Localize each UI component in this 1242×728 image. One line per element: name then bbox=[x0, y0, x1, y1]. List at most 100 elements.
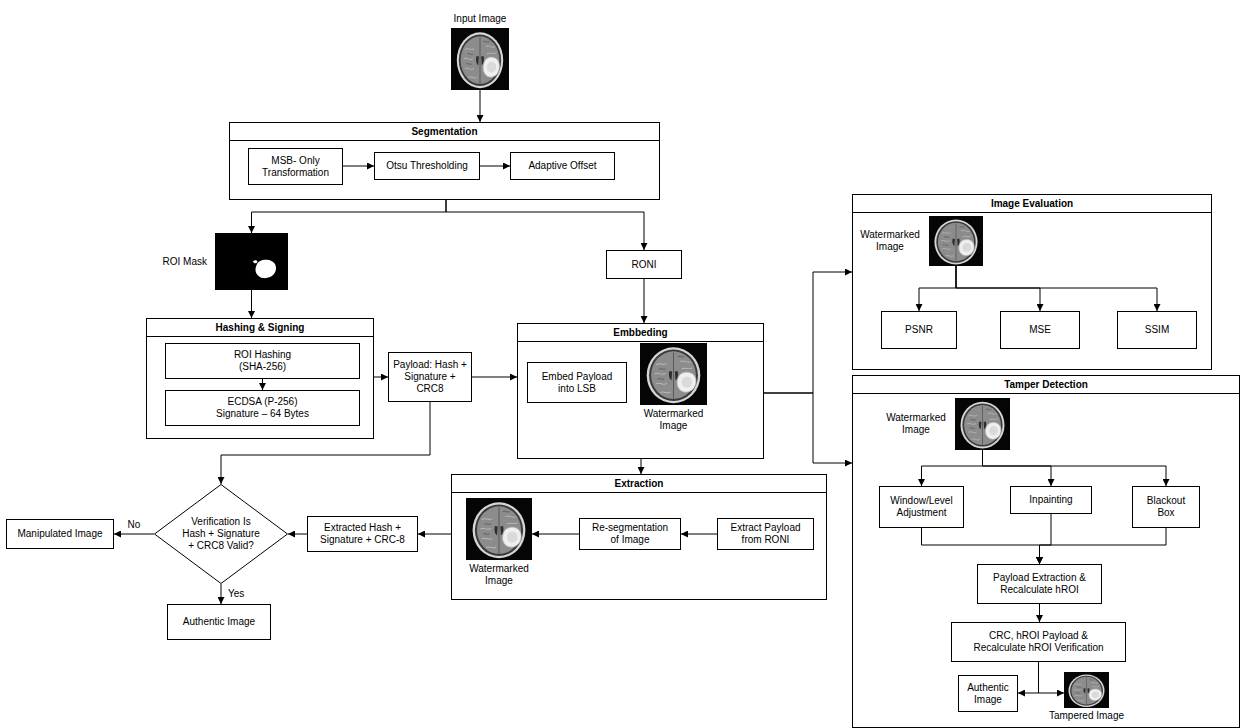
connector-arrow bbox=[681, 534, 717, 535]
group-box: ExtractionWatermarked ImageRe-segmentati… bbox=[451, 474, 827, 600]
group-title: Embbeding bbox=[518, 324, 763, 342]
process-box: Authentic Image bbox=[958, 675, 1018, 712]
process-box: MSE bbox=[1000, 311, 1080, 349]
process-box: CRC, hROI Payload & Recalculate hROI Ver… bbox=[951, 622, 1126, 662]
connector-arrow bbox=[480, 166, 510, 167]
connector-arrow bbox=[262, 379, 263, 390]
image-node: Tampered Image bbox=[1064, 672, 1109, 708]
brain-mri-image bbox=[1064, 672, 1109, 708]
connector-arrow bbox=[1039, 662, 1065, 693]
image-node: ROI Mask bbox=[215, 233, 288, 290]
process-box: Blackout Box bbox=[1132, 486, 1200, 528]
connector-arrow bbox=[252, 200, 447, 233]
connector-arrow bbox=[764, 393, 852, 463]
box-label: Otsu Thresholding bbox=[386, 160, 468, 172]
box-label: CRC, hROI Payload & Recalculate hROI Ver… bbox=[964, 630, 1114, 654]
box-label: MSB- Only Transformation bbox=[256, 155, 336, 179]
box-label: Authentic Image bbox=[963, 682, 1013, 706]
group-box: EmbbedingEmbed Payload into LSB Watermark… bbox=[517, 323, 764, 459]
process-box: Otsu Thresholding bbox=[374, 152, 480, 180]
box-label: Payload: Hash + Signature + CRC8 bbox=[392, 359, 468, 395]
box-label: PSNR bbox=[905, 324, 933, 336]
edge-label: No bbox=[126, 519, 143, 531]
box-label: Extract Payload from RONI bbox=[726, 522, 806, 546]
process-box: ROI Hashing (SHA-256) bbox=[165, 343, 360, 379]
image-node: Watermarked Image bbox=[640, 343, 707, 405]
image-node: Input Image bbox=[451, 28, 509, 90]
process-box: Payload Extraction & Recalculate hROI bbox=[977, 564, 1102, 604]
box-label: Authentic Image bbox=[183, 616, 255, 628]
process-box: Extracted Hash + Signature + CRC-8 bbox=[307, 516, 418, 552]
connector-arrow bbox=[641, 459, 642, 474]
connector-arrow bbox=[1040, 528, 1167, 564]
connector-arrow bbox=[983, 450, 1167, 486]
connector-arrow bbox=[983, 450, 1052, 486]
brain-mri-image bbox=[451, 28, 509, 90]
image-node: Watermarked Image bbox=[955, 398, 1010, 450]
image-caption: Watermarked Image bbox=[881, 412, 951, 436]
connector-arrow bbox=[418, 534, 451, 535]
group-title: Hashing & Signing bbox=[147, 319, 373, 337]
process-box: Manipulated Image bbox=[6, 519, 114, 549]
process-box: Extract Payload from RONI bbox=[717, 518, 814, 550]
box-label: Embed Payload into LSB bbox=[537, 371, 617, 395]
box-label: Adaptive Offset bbox=[528, 160, 596, 172]
image-caption: Tampered Image bbox=[1049, 710, 1124, 722]
image-caption: Input Image bbox=[454, 13, 507, 25]
connector-arrow bbox=[1018, 662, 1039, 693]
group-title: Image Evaluation bbox=[853, 195, 1211, 213]
process-box: Re-segmentation of Image bbox=[579, 518, 681, 550]
box-label: RONI bbox=[632, 259, 657, 271]
process-box: PSNR bbox=[881, 311, 957, 349]
group-title: Tamper Detection bbox=[853, 376, 1239, 394]
connector-arrow bbox=[472, 377, 517, 378]
connector-arrow bbox=[956, 266, 1157, 311]
connector-arrow bbox=[922, 450, 983, 486]
process-box: SSIM bbox=[1117, 311, 1197, 349]
image-caption: Watermarked Image bbox=[639, 408, 709, 432]
process-box: Payload: Hash + Signature + CRC8 bbox=[388, 352, 472, 402]
box-label: Re-segmentation of Image bbox=[590, 522, 670, 546]
image-caption: ROI Mask bbox=[163, 256, 207, 268]
brain-mri-image bbox=[640, 343, 707, 405]
process-box: MSB- Only Transformation bbox=[248, 148, 343, 185]
decision-text: Verification Is Hash + Signature + CRC8 … bbox=[179, 516, 263, 552]
connector-arrow bbox=[288, 534, 307, 535]
diamond-shape bbox=[155, 485, 288, 584]
roi-mask-image bbox=[215, 233, 288, 290]
connector-arrow bbox=[480, 90, 481, 122]
box-label: Manipulated Image bbox=[17, 528, 102, 540]
connector-arrow bbox=[343, 166, 374, 167]
connector-arrow bbox=[1040, 514, 1052, 564]
process-box: Window/Level Adjustment bbox=[879, 486, 964, 528]
box-label: MSE bbox=[1029, 324, 1051, 336]
connector-arrow bbox=[1039, 604, 1040, 622]
process-box: Embed Payload into LSB bbox=[527, 362, 627, 403]
connector-arrow bbox=[919, 266, 956, 311]
brain-mri-image bbox=[466, 498, 532, 560]
box-label: Window/Level Adjustment bbox=[887, 495, 957, 519]
group-box: SegmentationMSB- Only TransformationOtsu… bbox=[229, 122, 660, 200]
process-box: ECDSA (P-256) Signature – 64 Bytes bbox=[165, 390, 360, 426]
process-box: Inpainting bbox=[1010, 486, 1092, 514]
connector-arrow bbox=[251, 290, 252, 318]
connector-arrow bbox=[374, 377, 388, 378]
image-node: Watermarked Image bbox=[929, 216, 983, 266]
connector-arrow bbox=[532, 534, 579, 535]
process-box: RONI bbox=[606, 250, 682, 279]
connector-arrow bbox=[764, 272, 852, 393]
brain-mri-image bbox=[929, 216, 983, 266]
edge-label: Yes bbox=[226, 588, 246, 600]
box-label: Extracted Hash + Signature + CRC-8 bbox=[313, 522, 413, 546]
box-label: ECDSA (P-256) Signature – 64 Bytes bbox=[213, 396, 313, 420]
box-label: Blackout Box bbox=[1141, 495, 1191, 519]
process-box: Authentic Image bbox=[167, 604, 271, 640]
group-box: Tamper DetectionWatermarked ImageWindow/… bbox=[852, 375, 1240, 728]
brain-mri-image bbox=[955, 398, 1010, 450]
box-label: SSIM bbox=[1145, 324, 1169, 336]
connector-arrow bbox=[114, 534, 154, 535]
group-box: Image EvaluationWatermarked ImagePSNR MSE… bbox=[852, 194, 1212, 370]
decision-diamond: Verification Is Hash + Signature + CRC8 … bbox=[154, 484, 288, 584]
connector-arrow bbox=[221, 584, 222, 604]
